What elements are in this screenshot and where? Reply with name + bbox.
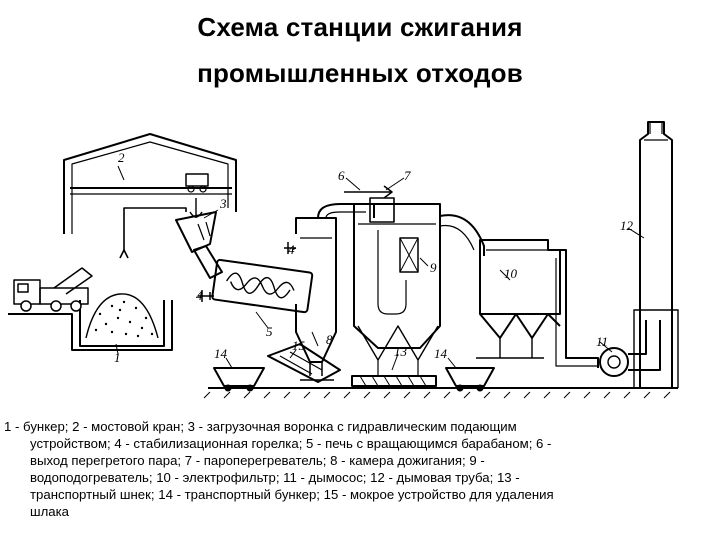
water-heater [399,237,419,273]
boiler-hoppers [357,325,439,361]
hopper-chute [193,245,223,279]
afterburning-chamber [295,217,337,363]
superheater [369,197,395,223]
label-9: 9 [430,260,437,275]
chimney [639,121,673,388]
chimney-base [633,309,679,388]
waste-pile [85,293,159,339]
feed-pipe [123,207,187,250]
label-14-right: 14 [434,346,448,361]
label-7: 7 [404,168,411,183]
filter-hoppers [479,313,561,339]
building-roof [63,133,237,234]
steam-outlet [344,185,393,199]
boiler-shell [353,203,441,349]
label-2: 2 [118,150,125,165]
duct-to-fan [548,249,599,368]
leader-lines [115,165,645,371]
label-5: 5 [266,324,273,339]
legend-line-6: шлака [30,504,70,519]
fan-to-stack [628,320,661,371]
electrofilter [479,239,561,315]
legend: 1 - бункер; 2 - мостовой кран; 3 - загру… [4,418,716,520]
title-line-1: Схема станции сжигания [197,12,523,42]
label-4-kiln: 4 [196,288,203,303]
flue-duct-top [317,203,375,219]
legend-line-5: транспортный шнек; 14 - транспортный бун… [30,487,554,502]
label-10: 10 [504,266,518,281]
chamber-outlet [300,362,334,381]
truck [13,267,93,312]
label-15: 15 [292,338,306,353]
label-4-chamber: 4 [288,242,295,257]
stabilization-burner-kiln [198,290,214,302]
bunker [79,300,165,347]
rotary-kiln [211,258,314,314]
transport-bunker-left [213,367,265,387]
ground-line-left [8,300,173,351]
legend-line-3: выход перегретого пара; 7 - пароперегрев… [30,453,485,468]
label-1: 1 [114,350,121,365]
waste-texture [94,300,154,338]
legend-line-2: устройством; 4 - стабилизационная горелк… [30,436,552,451]
label-12: 12 [620,218,634,233]
title-line-2: промышленных отходов [197,58,523,88]
boiler-tubes [377,230,407,315]
slag-removal-device [267,343,341,383]
loading-hopper [175,211,217,253]
label-14-left: 14 [214,346,228,361]
duct-to-filter [439,214,485,256]
legend-line-1: 1 - бункер; 2 - мостовой кран; 3 - загру… [4,419,517,434]
crane-trolley [185,173,209,187]
label-8: 8 [326,332,333,347]
burner-chamber [284,242,296,254]
incineration-plant-scheme: 2 3 4 4 5 6 7 8 9 10 11 12 13 14 14 15 1 [8,121,679,399]
transport-bunker-right [445,367,495,387]
ground-hatch [203,391,671,399]
label-6: 6 [338,168,345,183]
legend-line-4: водоподогреватель; 10 - электрофильтр; 1… [30,470,520,485]
exhaust-fan [599,347,629,377]
label-11: 11 [596,334,608,349]
label-3: 3 [219,196,227,211]
label-13: 13 [394,344,408,359]
